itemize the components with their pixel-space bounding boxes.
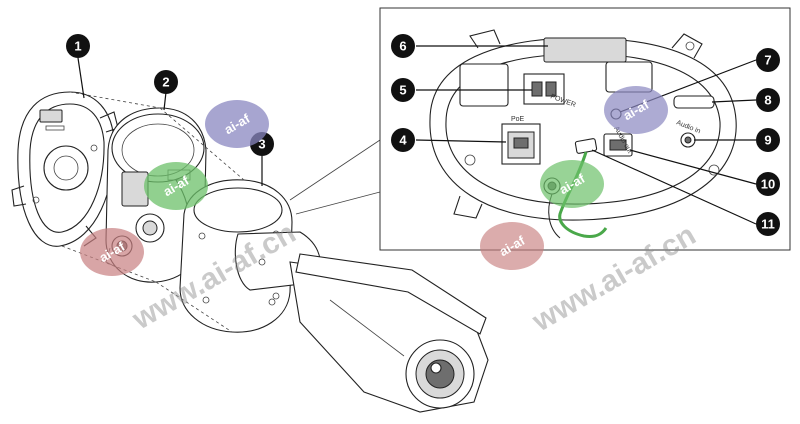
svg-text:7: 7	[764, 53, 771, 68]
svg-text:8: 8	[764, 93, 771, 108]
watermark-logo-purple: ai-af	[205, 100, 269, 148]
watermark-logo-green-inset: ai-af	[540, 160, 604, 208]
watermark-logo-purple-inset: ai-af	[604, 86, 668, 134]
svg-text:10: 10	[761, 177, 775, 192]
zoom-line-bottom	[295, 191, 381, 215]
callout-11: 11	[756, 212, 780, 236]
label-poe: PoE	[511, 116, 525, 123]
callout-1: 1	[66, 34, 90, 58]
svg-text:6: 6	[399, 39, 406, 54]
svg-text:4: 4	[399, 133, 407, 148]
callout-7: 7	[756, 48, 780, 72]
zoom-line-top	[289, 139, 381, 201]
callout-2: 2	[154, 70, 178, 94]
watermark-logo-red: ai-af	[80, 228, 144, 276]
watermark-logo-green: ai-af	[144, 162, 208, 210]
svg-text:2: 2	[162, 75, 169, 90]
svg-text:1: 1	[74, 39, 81, 54]
svg-text:11: 11	[761, 217, 775, 232]
svg-text:5: 5	[399, 83, 406, 98]
svg-text:9: 9	[764, 133, 771, 148]
mounting-bracket	[11, 91, 119, 247]
callout-10: 10	[756, 172, 780, 196]
callout-8: 8	[756, 88, 780, 112]
callout-6: 6	[391, 34, 415, 58]
callout-9: 9	[756, 128, 780, 152]
camera-body	[234, 231, 489, 413]
svg-text:3: 3	[258, 137, 265, 152]
detail-inset: PoE POWER Audio in Audio out	[379, 7, 791, 251]
callout-5: 5	[391, 78, 415, 102]
callout-4: 4	[391, 128, 415, 152]
watermark-logo-red-inset: ai-af	[480, 222, 544, 270]
